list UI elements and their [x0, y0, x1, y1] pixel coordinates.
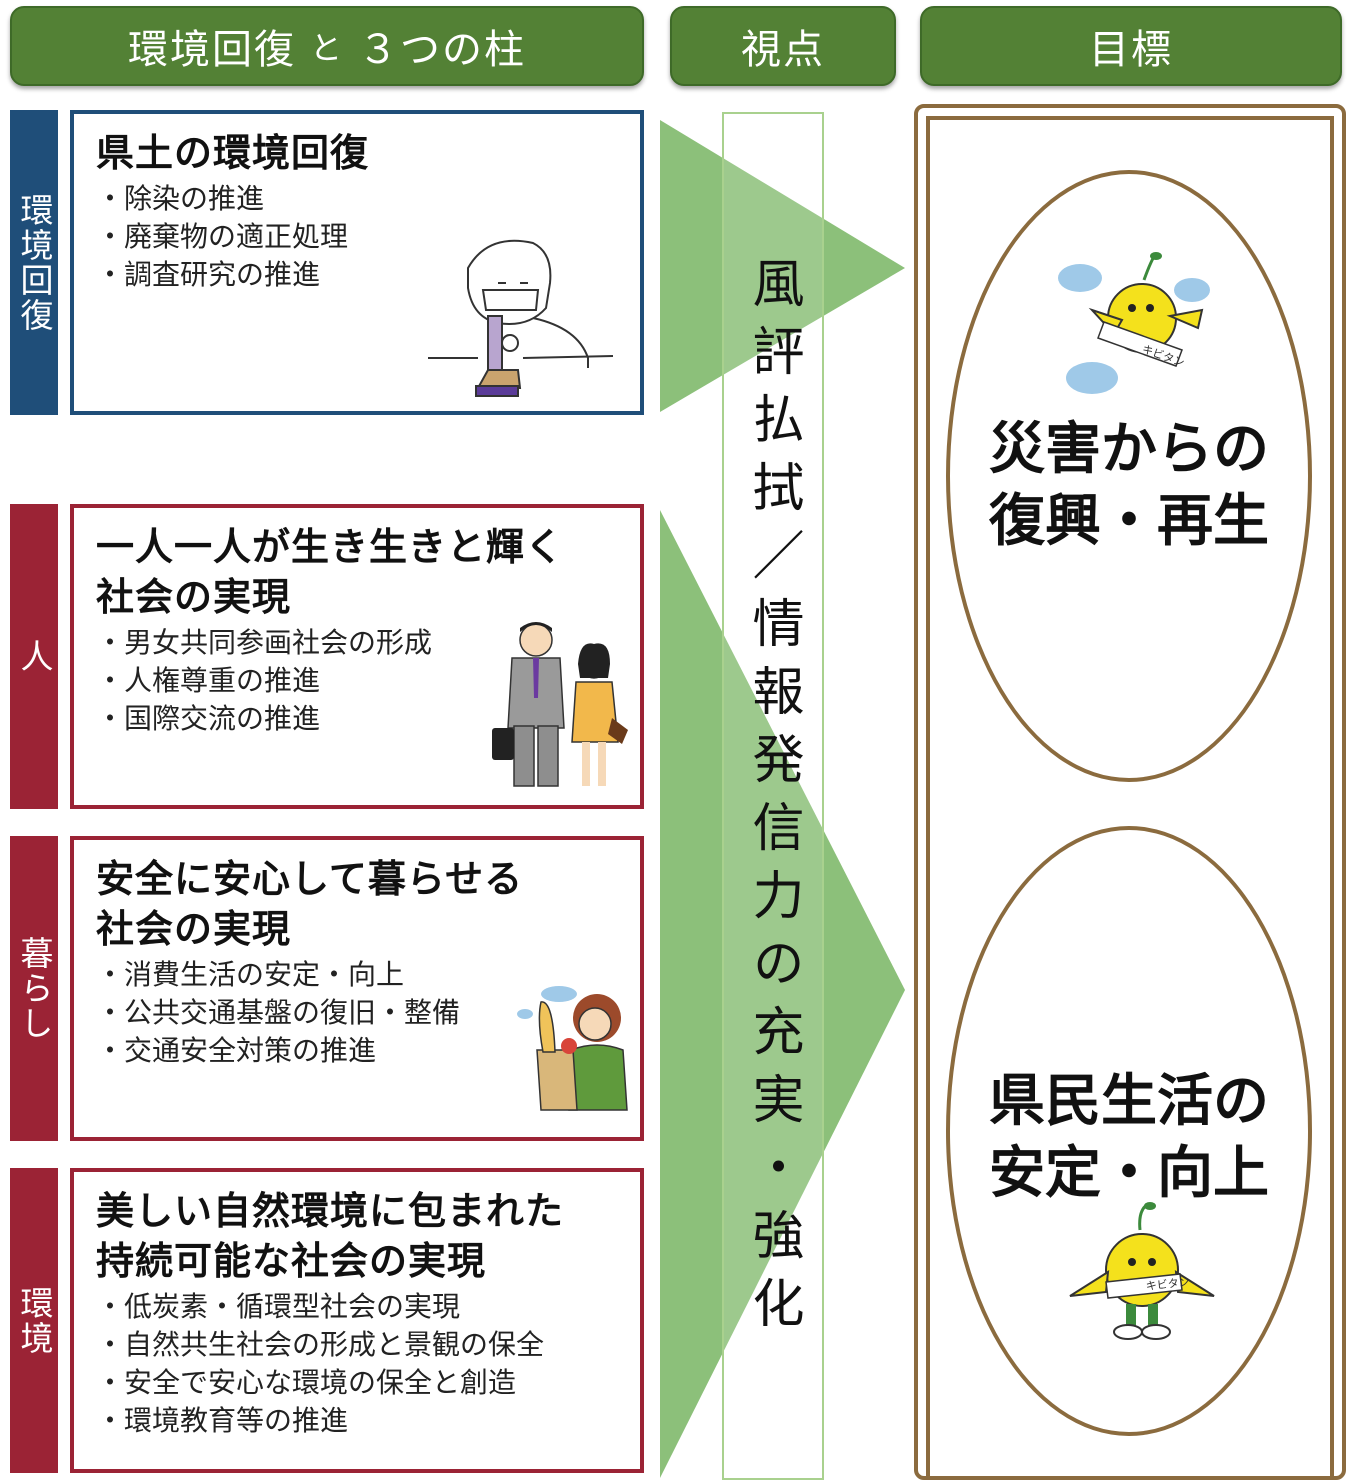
pillar-title: 一人一人が生き生きと輝く 社会の実現	[96, 525, 565, 619]
list-item: 安全で安心な環境の保全と創造	[96, 1364, 640, 1402]
pillar-title: 県土の環境回復	[96, 131, 370, 175]
header-goal: 目標	[920, 6, 1342, 86]
researcher-microscope-illustration	[428, 239, 614, 397]
side-label-environment: 環境	[10, 1168, 58, 1473]
side-label-people: 人	[10, 504, 58, 809]
list-item: 公共交通基盤の復旧・整備	[96, 994, 640, 1032]
list-item: 自然共生社会の形成と景観の保全	[96, 1326, 640, 1364]
goal-oval-recovery	[946, 170, 1312, 782]
header-pillars-main: 環境回復	[127, 27, 296, 73]
pillar-people: 一人一人が生き生きと輝く 社会の実現 男女共同参画社会の形成 人権尊重の推進 国…	[70, 504, 644, 809]
list-item: 消費生活の安定・向上	[96, 956, 640, 994]
pillar-title: 美しい自然環境に包まれた 持続可能な社会の実現	[96, 1189, 565, 1283]
list-item: 交通安全対策の推進	[96, 1032, 640, 1070]
pillar-items: 消費生活の安定・向上 公共交通基盤の復旧・整備 交通安全対策の推進	[96, 956, 640, 1070]
list-item: 除染の推進	[96, 180, 640, 218]
kibitan-mascot-standing: キビタン	[1069, 1202, 1215, 1340]
header-pillars-rest: ３つの柱	[358, 27, 526, 73]
header-pillars: 環境回復 と ３つの柱	[10, 6, 644, 86]
goal-frame-inner	[926, 116, 1334, 1480]
viewpoint-band	[722, 112, 824, 1480]
side-label-env-recovery: 環境回復	[10, 110, 58, 415]
list-item: 環境教育等の推進	[96, 1402, 640, 1440]
pillar-title: 安全に安心して暮らせる 社会の実現	[96, 857, 524, 951]
arrow-env-recovery	[660, 120, 905, 412]
header-pillars-and: と	[309, 29, 344, 67]
mascot-sash-text: キビタン	[1145, 1275, 1190, 1293]
list-item: 人権尊重の推進	[96, 662, 640, 700]
arrow-three-pillars	[660, 510, 905, 1478]
header-viewpoint: 視点	[670, 6, 896, 86]
list-item: 低炭素・循環型社会の実現	[96, 1288, 640, 1326]
list-item: 男女共同参画社会の形成	[96, 624, 640, 662]
pillar-items: 男女共同参画社会の形成 人権尊重の推進 国際交流の推進	[96, 624, 640, 738]
viewpoint-text: 風評払拭／情報発信力の充実・強化	[743, 256, 803, 1344]
shopper-illustration	[517, 986, 628, 1111]
pillar-environment: 美しい自然環境に包まれた 持続可能な社会の実現 低炭素・循環型社会の実現 自然共…	[70, 1168, 644, 1473]
pillar-items: 除染の推進 廃棄物の適正処理 調査研究の推進	[96, 180, 640, 294]
list-item: 廃棄物の適正処理	[96, 218, 640, 256]
kibitan-mascot-flying: キビタン	[1058, 252, 1210, 394]
goal-text-recovery: 災害からの 復興・再生	[989, 417, 1269, 554]
list-item: 国際交流の推進	[96, 700, 640, 738]
list-item: 調査研究の推進	[96, 256, 640, 294]
pillar-items: 低炭素・循環型社会の実現 自然共生社会の形成と景観の保全 安全で安心な環境の保全…	[96, 1288, 640, 1440]
goal-text-livelihood: 県民生活の 安定・向上	[989, 1069, 1269, 1206]
side-label-living: 暮らし	[10, 836, 58, 1141]
businesspeople-illustration	[492, 622, 628, 787]
